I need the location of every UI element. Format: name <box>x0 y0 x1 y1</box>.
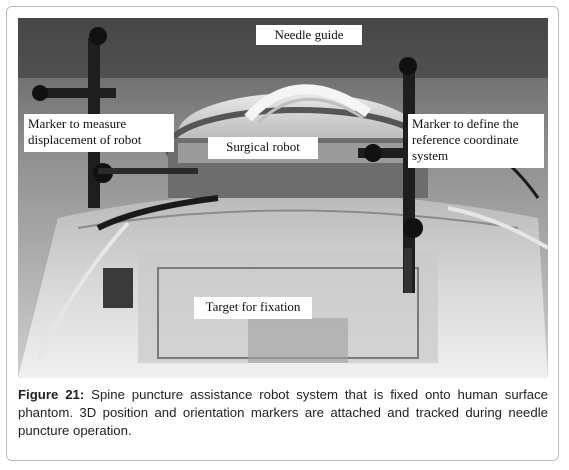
figure-photo: Needle guide Marker to measure displacem… <box>18 18 548 378</box>
label-marker-left: Marker to measure displacement of robot <box>24 114 174 152</box>
label-surgical-robot: Surgical robot <box>208 137 318 159</box>
label-marker-right-line2: reference coordinate <box>412 132 519 147</box>
label-marker-left-line1: Marker to measure <box>28 116 127 131</box>
figure-caption-text: Spine puncture assistance robot system t… <box>18 387 548 438</box>
robot-photo-illustration <box>18 18 548 378</box>
label-marker-left-line2: displacement of robot <box>28 132 142 147</box>
figure-caption-label: Figure 21: <box>18 387 85 402</box>
label-marker-right: Marker to define the reference coordinat… <box>408 114 544 168</box>
label-marker-right-line1: Marker to define the <box>412 116 519 131</box>
figure-caption: Figure 21: Spine puncture assistance rob… <box>18 386 548 440</box>
label-needle-guide: Needle guide <box>256 25 362 45</box>
label-marker-right-line3: system <box>412 148 449 163</box>
label-target-fixation: Target for fixation <box>194 297 312 319</box>
